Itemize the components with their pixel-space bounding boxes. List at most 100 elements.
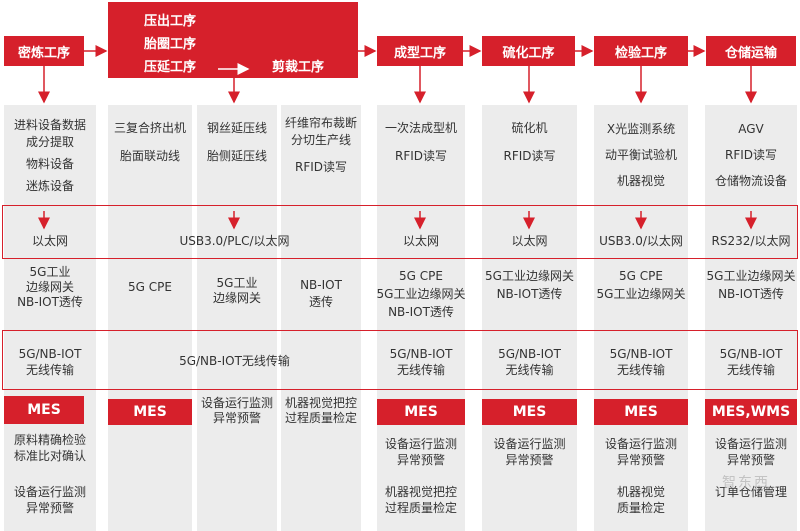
gateway-col4: NB-IOT 透传: [281, 277, 361, 311]
system-item: 机器视觉把控: [284, 396, 357, 410]
application-col1: 原料精确检验 标准比对确认 设备运行监测 异常预警: [4, 432, 96, 522]
application-item: 机器视觉: [616, 485, 665, 499]
gateway-item: NB-IOT透传: [17, 294, 83, 309]
system-col1-mes: MES: [4, 396, 84, 424]
equipment-col3: 钢丝延压线 胎侧延压线: [197, 112, 277, 172]
equipment-col6: 硫化机 RFID读写: [482, 112, 577, 172]
gateway-item: 边缘网关: [25, 279, 74, 294]
header-bead: 胎圈工序: [144, 37, 197, 52]
gateway-item: 5G工业边缘网关: [485, 269, 574, 283]
system-col6-mes: MES: [482, 399, 577, 425]
application-item: 异常预警: [505, 453, 554, 467]
application-item: 异常预警: [396, 453, 445, 467]
equipment-item: 仓储物流设备: [714, 174, 787, 188]
application-item: 异常预警: [25, 501, 74, 515]
column-panel-8: [705, 105, 797, 531]
wireless-item: 无线传输: [25, 363, 74, 377]
equipment-col2: 三复合挤出机 胎面联动线: [108, 112, 192, 172]
header-extrusion: 压出工序: [144, 14, 197, 29]
wireless-item: 无线传输: [396, 363, 445, 377]
equipment-item: 三复合挤出机: [113, 121, 186, 135]
column-panel-5: [377, 105, 465, 531]
gateway-col3: 5G工业 边缘网关: [197, 274, 277, 308]
system-item: 设备运行监测: [200, 396, 273, 410]
wireless-frame: [2, 330, 798, 390]
equipment-item: 物料设备: [25, 156, 74, 171]
wireless-item: 5G/NB-IOT: [719, 347, 783, 361]
equipment-item: 纤维帘布裁断: [284, 115, 357, 130]
equipment-item: 成分提取: [25, 134, 74, 149]
wireless-item: 5G/NB-IOT: [18, 347, 82, 361]
system-col5-mes: MES: [377, 399, 465, 425]
equipment-item: RFID读写: [503, 149, 556, 163]
application-col6: 设备运行监测 异常预警: [482, 436, 577, 476]
equipment-col5: 一次法成型机 RFID读写: [377, 112, 465, 172]
gateway-item: NB-IOT透传: [496, 287, 563, 301]
column-panel-2: [108, 105, 192, 531]
equipment-item: 胎侧延压线: [206, 149, 267, 163]
system-col8-mes-wms: MES,WMS: [705, 399, 797, 425]
gateway-item: NB-IOT透传: [718, 287, 784, 301]
network-col6: 以太网: [511, 233, 548, 248]
gateway-col2: 5G CPE: [108, 276, 192, 298]
equipment-item: 一次法成型机: [384, 121, 457, 135]
wireless-item: 无线传输: [505, 363, 554, 377]
network-col5: 以太网: [402, 233, 439, 248]
column-panel-3: [197, 105, 277, 531]
network-col1: 以太网: [31, 233, 68, 248]
equipment-col8: AGV RFID读写 仓储物流设备: [705, 112, 797, 198]
equipment-item: 胎面联动线: [119, 149, 180, 163]
wireless-col6: 5G/NB-IOT 无线传输: [482, 344, 577, 380]
equipment-item: RFID读写: [724, 148, 778, 162]
gateway-col8: 5G工业边缘网关 NB-IOT透传: [705, 266, 797, 304]
equipment-item: 钢丝延压线: [206, 121, 267, 135]
system-col4-vision: 机器视觉把控 过程质量检定: [281, 395, 361, 427]
application-item: 设备运行监测: [493, 437, 566, 451]
gateway-col5: 5G CPE 5G工业边缘网关 NB-IOT透传: [376, 266, 466, 322]
wireless-col5: 5G/NB-IOT 无线传输: [377, 344, 465, 380]
system-col2-mes: MES: [108, 399, 192, 425]
network-col8: RS232/以太网: [711, 233, 791, 248]
gateway-item: 5G CPE: [399, 269, 443, 283]
wireless-item: 5G/NB-IOT: [609, 347, 673, 361]
header-forming: 成型工序: [377, 36, 463, 66]
application-item: 异常预警: [616, 453, 665, 467]
system-item: 异常预警: [212, 411, 261, 425]
wireless-col1: 5G/NB-IOT 无线传输: [4, 344, 96, 380]
gateway-item: 5G工业边缘网关: [376, 287, 466, 301]
application-item: 订单仓储管理: [714, 485, 787, 499]
wireless-col8: 5G/NB-IOT 无线传输: [705, 344, 797, 380]
network-frame: [2, 205, 798, 259]
equipment-item: RFID读写: [394, 149, 448, 163]
equipment-col4: 纤维帘布裁断 分切生产线 RFID读写: [281, 110, 361, 180]
header-inspection: 检验工序: [594, 36, 688, 66]
application-col8: 设备运行监测 异常预警 订单仓储管理: [705, 436, 797, 526]
wireless-col7: 5G/NB-IOT 无线传输: [594, 344, 688, 380]
equipment-item: 机器视觉: [616, 174, 665, 188]
application-item: 机器视觉把控: [384, 485, 457, 499]
gateway-item: 5G工业边缘网关: [706, 269, 796, 283]
equipment-item: AGV: [738, 122, 764, 136]
application-item: 设备运行监测: [604, 437, 677, 451]
header-milling: 密炼工序: [4, 36, 84, 66]
header-curing: 硫化工序: [482, 36, 575, 66]
application-item: 设备运行监测: [384, 437, 457, 451]
wireless-item: 无线传输: [616, 363, 665, 377]
application-item: 异常预警: [726, 453, 775, 467]
column-panel-6: [482, 105, 577, 531]
system-col7-mes: MES: [594, 399, 688, 425]
watermark: 智东西: [722, 475, 770, 491]
wireless-item: 5G/NB-IOT: [389, 347, 453, 361]
equipment-item: 硫化机: [511, 121, 548, 135]
header-calendering: 压延工序: [144, 60, 197, 75]
column-panel-4: [281, 105, 361, 531]
wireless-item: 无线传输: [726, 363, 775, 377]
wireless-col2to4: 5G/NB-IOT无线传输: [179, 353, 290, 368]
gateway-col7: 5G CPE 5G工业边缘网关: [594, 266, 688, 304]
gateway-item: 5G工业: [216, 276, 258, 290]
system-col3-monitoring: 设备运行监测 异常预警: [197, 395, 277, 427]
application-item: 标准比对确认: [13, 449, 86, 463]
header-storage: 仓储运输: [706, 36, 796, 66]
equipment-item: 进料设备数据: [13, 117, 86, 132]
